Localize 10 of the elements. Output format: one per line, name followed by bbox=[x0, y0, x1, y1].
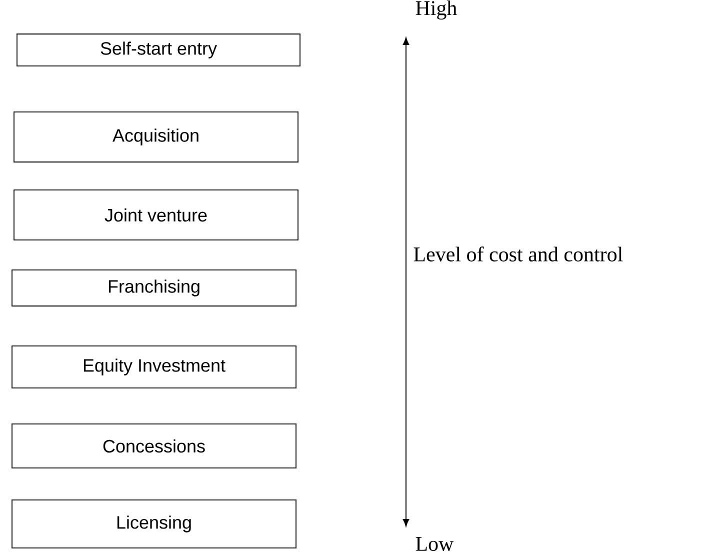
entry-mode-box: Acquisition bbox=[14, 112, 298, 162]
scale-label: Low bbox=[416, 537, 454, 551]
entry-mode-box: Licensing bbox=[12, 500, 296, 548]
entry-mode-box: Franchising bbox=[12, 270, 296, 306]
entry-mode-box: Concessions bbox=[12, 424, 296, 468]
entry-mode-box: Joint venture bbox=[14, 190, 298, 240]
entry-mode-box: Equity Investment bbox=[12, 346, 296, 388]
entry-mode-box: Self-start entry bbox=[16, 34, 300, 66]
scale-label: High bbox=[416, 0, 457, 20]
scale-label: Level of cost and control bbox=[414, 246, 623, 262]
